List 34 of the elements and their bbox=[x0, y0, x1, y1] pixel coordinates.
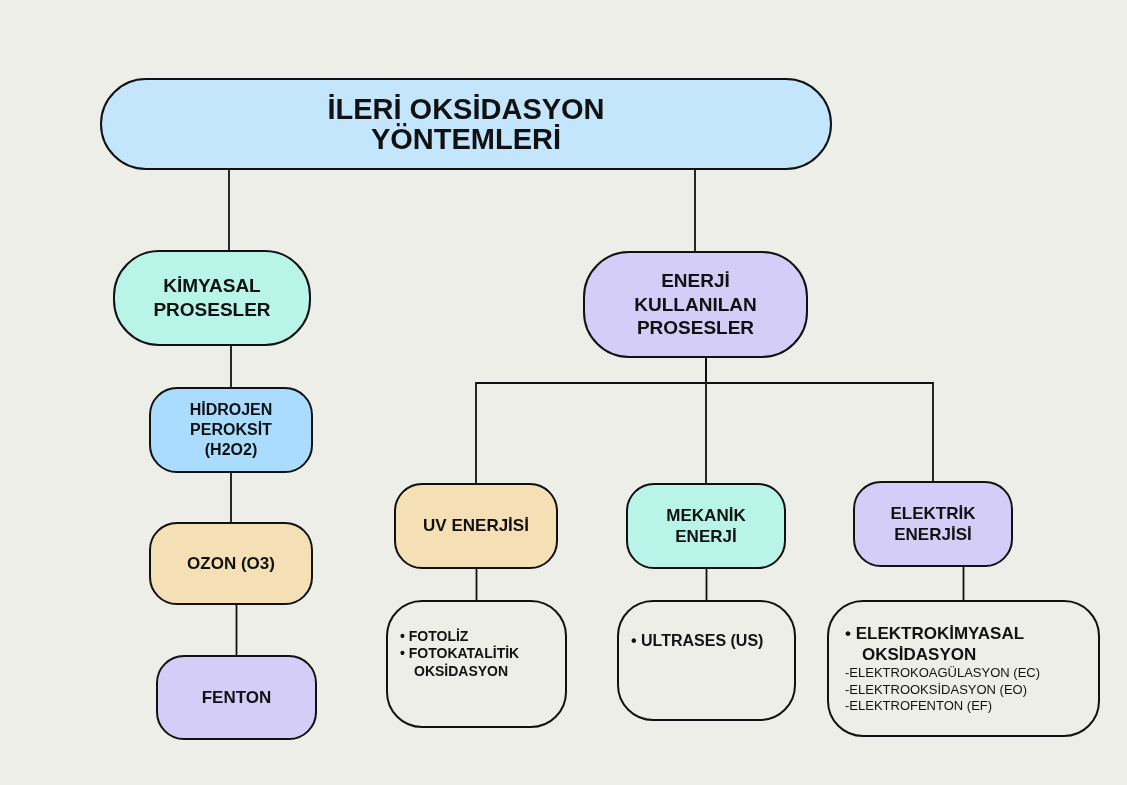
node-label: ELEKTRİK ENERJİSİ bbox=[889, 502, 977, 546]
node-label: OZON (O3) bbox=[187, 552, 275, 575]
process-box bbox=[394, 483, 558, 569]
process-box bbox=[149, 387, 313, 473]
node-label: İLERİ OKSİDASYON YÖNTEMLERİ bbox=[326, 93, 606, 155]
process-box bbox=[626, 483, 786, 569]
node-label: ENERJİ KULLANILAN PROSESLER bbox=[633, 268, 758, 341]
connector-line bbox=[705, 357, 934, 482]
node-label: HİDROJEN PEROKSİT (H2O2) bbox=[188, 400, 274, 460]
node-label: MEKANİK ENERJİ bbox=[665, 504, 747, 548]
connector-line bbox=[962, 566, 965, 601]
sub-item-text: -ELEKTROFENTON (EF) bbox=[845, 697, 994, 715]
node-label: FENTON bbox=[201, 686, 272, 709]
node-label: KİMYASAL PROSESLER bbox=[152, 274, 272, 322]
node-label: UV ENERJİSİ bbox=[423, 515, 529, 537]
sub-item-text: -ELEKTROOKSİDASYON (EO) bbox=[845, 681, 1029, 698]
list-box bbox=[386, 600, 567, 728]
connector-line bbox=[475, 568, 478, 601]
list-box bbox=[827, 600, 1100, 737]
process-box bbox=[149, 522, 313, 605]
list-box bbox=[617, 600, 796, 721]
connector-line bbox=[228, 169, 230, 251]
process-box bbox=[853, 481, 1013, 567]
connector-line bbox=[694, 169, 696, 252]
list-item: • FOTOLİZ bbox=[400, 627, 470, 645]
connector-line bbox=[235, 604, 238, 656]
list-item: • ULTRASES (US) bbox=[631, 630, 765, 651]
connector-line bbox=[230, 345, 232, 388]
list-item: • ELEKTROKİMYASAL OKSİDASYON bbox=[845, 622, 1025, 666]
sub-item-text: -ELEKTROKOAGÜLASYON (EC) bbox=[845, 665, 1042, 682]
list-item: • FOTOKATALİTİK OKSİDASYON bbox=[400, 645, 521, 681]
process-box bbox=[156, 655, 317, 740]
connector-line bbox=[230, 472, 232, 523]
connector-line bbox=[705, 568, 708, 601]
